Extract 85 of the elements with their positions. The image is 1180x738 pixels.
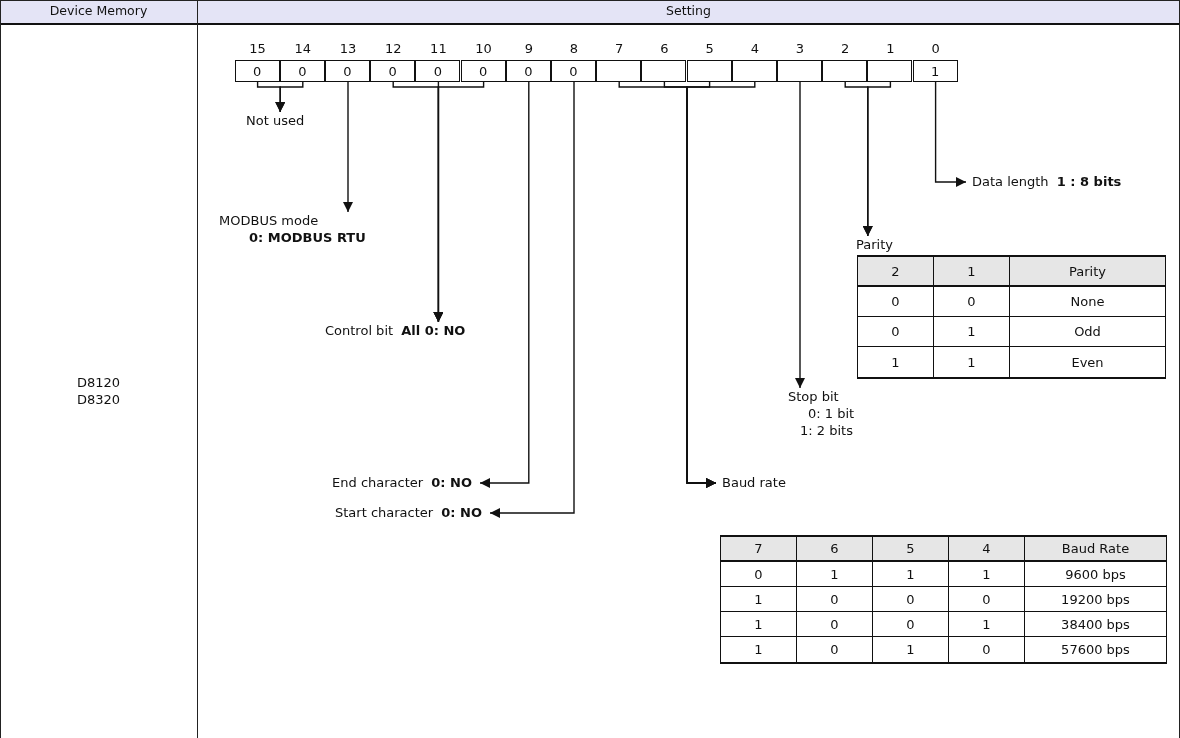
bit-number: 3 [795,41,805,56]
table-header-cell: 5 [873,537,949,562]
setting-label: MODBUS mode [219,212,320,229]
table-cell: 0 [873,587,949,612]
bit-cell: 0 [370,60,416,82]
bit-cell: 0 [279,60,325,82]
arrow [686,81,756,488]
bit-cell: 0 [234,60,280,82]
table-cell: 0 [873,612,949,637]
table-cell: 0 [721,562,797,587]
setting-label: Start character 0: NO [335,504,482,521]
bit-number: 0 [931,41,940,56]
bit-number: 4 [750,41,759,56]
table-cell: None [1010,287,1166,317]
table-cell: 1 [949,612,1025,637]
table-cell: 9600 bps [1025,562,1167,587]
setting-label: Stop bit [788,388,840,405]
arrow [343,81,353,213]
bit-number: 1 [886,41,895,56]
table-cell: 1 [873,562,949,587]
bit-cell [641,60,687,82]
setting-label: Data length 1 : 8 bits [972,173,1122,190]
setting-label: 0: 1 bit [807,405,855,422]
setting-label: Control bit All 0: NO [325,322,466,339]
arrow [275,81,304,113]
bit-cell [596,60,642,82]
table-cell: Odd [1010,317,1166,347]
table-cell: 1 [721,587,797,612]
table-cell: 0 [934,287,1010,317]
setting-label: 0: MODBUS RTU [248,229,366,246]
bit-cell [776,60,823,82]
bit-number: 11 [430,41,447,56]
bit-cell: 0 [415,60,461,82]
table-header-cell: Baud Rate [1025,537,1167,562]
bit-cell: 0 [505,60,551,82]
bit-cell: 0 [460,60,506,82]
bit-number: 15 [249,41,266,56]
table-cell: 0 [858,317,934,347]
column-header: Setting [666,3,711,18]
table-cell: 1 [949,562,1025,587]
table-cell: 0 [797,612,873,637]
arrow [489,81,575,518]
setting-label: Baud rate [722,474,786,491]
table-header-cell: 7 [721,537,797,562]
setting-label: End character 0: NO [332,474,472,491]
bit-number: 2 [841,41,850,56]
arrow [433,81,485,323]
table-header-cell: 4 [949,537,1025,562]
bit-number: 12 [384,41,402,56]
table-header-cell: 6 [797,537,873,562]
bit-cell: 1 [912,60,958,82]
setting-label: 1: 2 bits [799,422,854,439]
bit-cell [731,60,777,82]
table-header-cell: Parity [1010,257,1166,287]
bit-number: 7 [615,41,624,56]
bit-number: 6 [660,41,669,56]
bit-cell [686,60,732,82]
bit-cell [867,60,913,82]
bit-number: 5 [705,41,714,56]
arrow [795,81,805,389]
bit-cell [822,60,868,82]
bit-number: 13 [339,41,357,56]
device-address: D8120 D8320 [76,374,121,408]
table-cell: 19200 bps [1025,587,1167,612]
bit-number: 10 [475,41,492,56]
table-cell: 0 [949,587,1025,612]
table-cell: 1 [797,562,873,587]
table-header-cell: 2 [858,257,934,287]
setting-label: Parity [856,236,893,253]
table-header-cell: 1 [934,257,1010,287]
arrow [862,81,892,237]
table-cell: 0 [858,287,934,317]
bit-number: 8 [569,41,579,56]
bit-cell: 0 [324,60,371,82]
bit-cell: 0 [550,60,597,82]
table-cell: 1 [934,317,1010,347]
arrow [479,81,530,488]
setting-label: Not used [246,112,305,129]
table-cell: 0 [797,587,873,612]
table-cell: 38400 bps [1025,612,1167,637]
column-header: Device Memory [49,3,148,18]
bit-number: 9 [524,41,533,56]
arrow [934,81,967,187]
bit-number: 14 [294,41,312,56]
table-cell: 1 [721,612,797,637]
